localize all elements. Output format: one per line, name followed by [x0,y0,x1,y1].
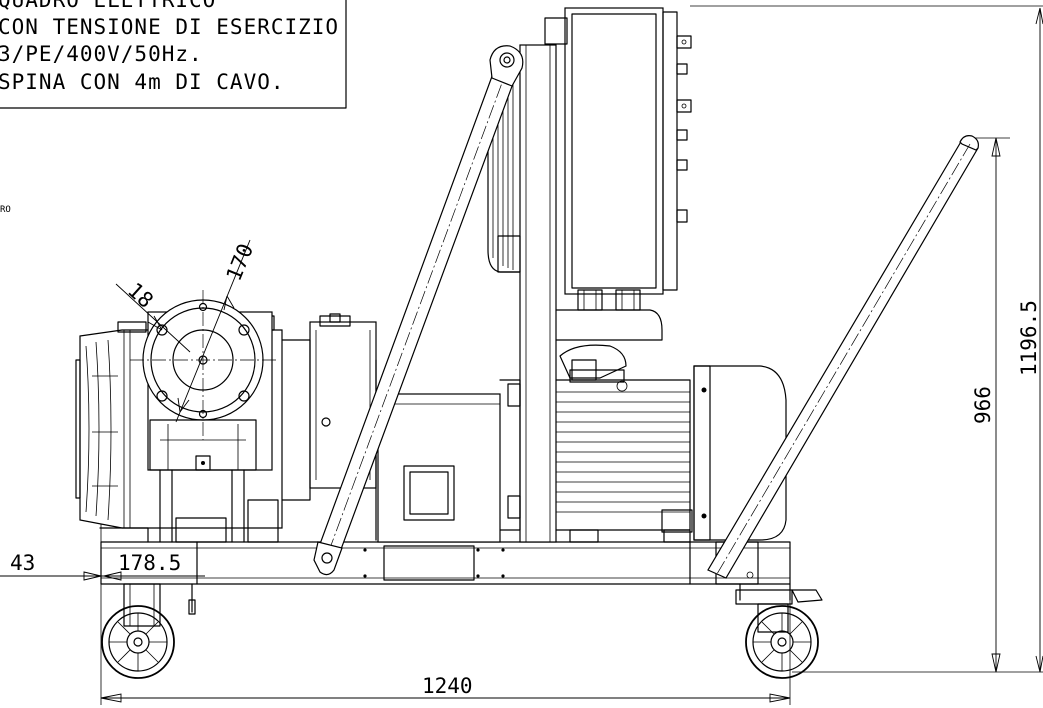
dim-178-5: 178.5 [101,551,205,581]
note-box: QUADRO ELETTRICO CON TENSIONE DI ESERCIZ… [0,0,347,109]
pump-feet [99,469,279,543]
pump-flange [130,290,276,471]
dim-1240: 1240 [100,674,791,703]
left-castor-wheel [101,583,196,679]
right-castor-wheel [735,589,823,679]
dim-43-label: 43 [10,551,35,575]
note-line-3: 3/PE/400V/50Hz. [0,42,203,66]
right-handle-bar [707,135,979,579]
electrical-cabinet [544,7,692,311]
dim-178-5-label: 178.5 [118,551,181,575]
dim-43: 43 [0,551,102,581]
left-handle-bar [313,45,524,576]
motor-fan-cover [693,365,787,541]
vertical-column [519,44,557,543]
chassis-frame [100,541,791,601]
side-text-fragment: RO [0,205,11,215]
dim-1196-5: 1196.5 [1017,7,1043,673]
dim-966-label: 966 [971,386,995,424]
dim-1196-5-label: 1196.5 [1017,300,1041,376]
note-line-1: QUADRO ELETTRICO [0,0,216,12]
dim-18-label: 18 [123,278,158,313]
coupling-guard [377,393,501,543]
note-line-2: CON TENSIONE DI ESERCIZIO [0,15,339,39]
dim-966: 966 [971,137,1001,673]
electric-motor [499,369,693,543]
dim-1240-label: 1240 [422,674,473,698]
dim-170-label: 170 [222,240,258,284]
rear-pump-body [279,313,377,541]
note-line-4: SPINA CON 4m DI CAVO. [0,70,285,94]
